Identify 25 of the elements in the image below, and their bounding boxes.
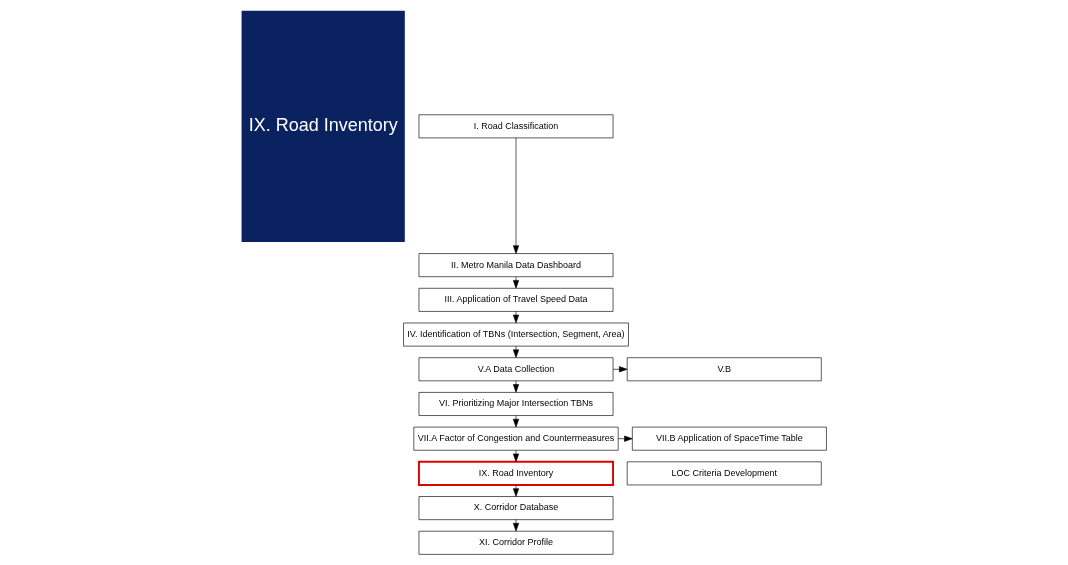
node-box: V.A Data Collection	[418, 357, 614, 382]
node-box: VII.B Application of SpaceTime Table	[632, 426, 827, 451]
node-box: IX. Road Inventory	[241, 10, 405, 242]
arrow	[513, 449, 520, 462]
node-box: IV. Identification of TBNs (Intersection, Segment, Area)	[403, 322, 629, 347]
node-box: III. Application of Travel Speed Data	[418, 287, 614, 312]
arrow	[513, 276, 520, 289]
node-box: I. Road Classification	[418, 114, 614, 139]
node-box: IX. Road Inventory	[418, 460, 614, 486]
node-box: VII.A Factor of Congestion and Countermeasures	[413, 426, 619, 451]
arrow	[513, 380, 520, 393]
arrow	[513, 137, 520, 254]
arrow	[513, 519, 520, 532]
node-box: V.B	[626, 357, 822, 382]
node-box: VI. Prioritizing Major Intersection TBNs	[418, 392, 614, 416]
arrow	[513, 345, 520, 358]
arrow	[513, 484, 520, 497]
node-box: LOC Criteria Development	[626, 461, 822, 486]
arrow	[513, 311, 520, 324]
arrow	[612, 366, 628, 373]
node-box: X. Corridor Database	[418, 496, 614, 520]
node-box: XI. Corridor Profile	[418, 530, 614, 555]
arrow	[513, 415, 520, 428]
node-box: II. Metro Manila Data Dashboard	[418, 253, 614, 278]
arrow	[618, 435, 633, 442]
